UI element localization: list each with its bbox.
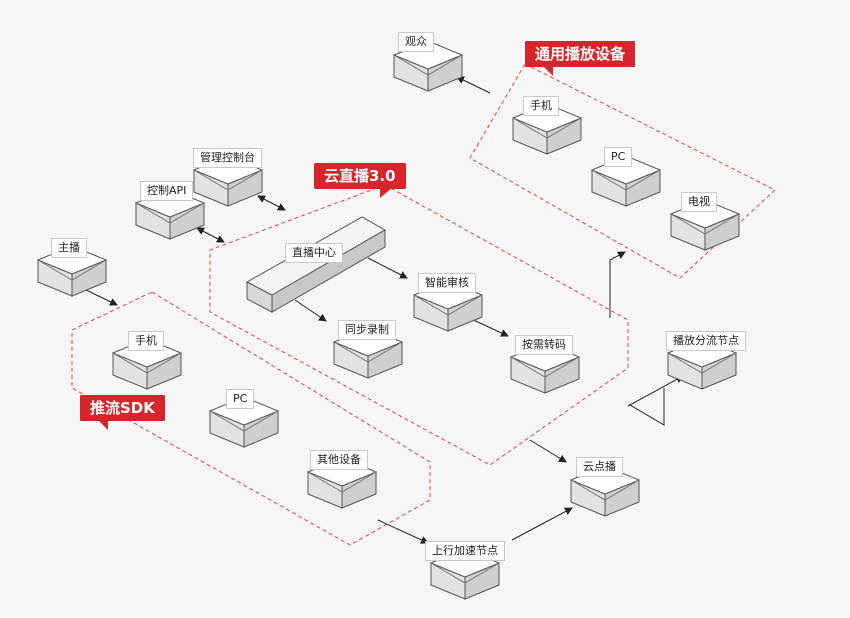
group-tag-cloud-live: 云直播3.0 <box>314 163 406 198</box>
node-label-console: 管理控制台 <box>193 148 262 168</box>
cloud-live-region <box>209 184 629 466</box>
arrow-sdk-upload <box>377 519 429 544</box>
arrow-live-record <box>294 299 327 322</box>
node-label-audience: 观众 <box>398 32 434 52</box>
playback-device-region <box>469 63 776 279</box>
node-label-record: 同步录制 <box>338 320 396 340</box>
arrow-live-vod <box>529 439 567 463</box>
arrow-to-audience <box>456 76 491 94</box>
arrow-upload-vod <box>511 507 573 541</box>
node-label-phone-play: 手机 <box>523 96 559 116</box>
node-label-audit: 智能审核 <box>418 273 476 293</box>
vod-box <box>569 465 641 517</box>
node-label-tv: 电视 <box>681 192 717 212</box>
node-label-anchor: 主播 <box>51 238 87 258</box>
arrow-live-audit <box>367 257 408 279</box>
node-label-api: 控制API <box>140 181 194 201</box>
live-center-block <box>245 216 387 313</box>
arrow-console-live <box>257 195 286 211</box>
arrow-distribute-playback <box>609 251 626 318</box>
node-label-phone-push: 手机 <box>128 331 164 351</box>
arrow-api-live <box>196 227 225 243</box>
arrow-cloud-distribute <box>629 388 665 426</box>
arrow-to-distribute <box>627 375 684 407</box>
phone-play-box <box>511 103 583 155</box>
push-sdk-region <box>71 291 431 546</box>
node-label-pc-push: PC <box>226 389 255 409</box>
node-label-live-center: 直播中心 <box>285 243 343 263</box>
node-label-other-device: 其他设备 <box>310 450 368 470</box>
node-label-pc-play: PC <box>604 147 633 167</box>
node-label-transcode: 按需转码 <box>515 335 573 355</box>
group-tag-playback-devices: 通用播放设备 <box>525 41 636 76</box>
node-label-vod: 云点播 <box>576 457 623 477</box>
arrow-anchor-sdk <box>81 287 118 306</box>
node-label-distribute: 播放分流节点 <box>666 331 746 351</box>
group-tag-push-sdk: 推流SDK <box>80 395 165 430</box>
node-label-upload-node: 上行加速节点 <box>425 541 505 561</box>
